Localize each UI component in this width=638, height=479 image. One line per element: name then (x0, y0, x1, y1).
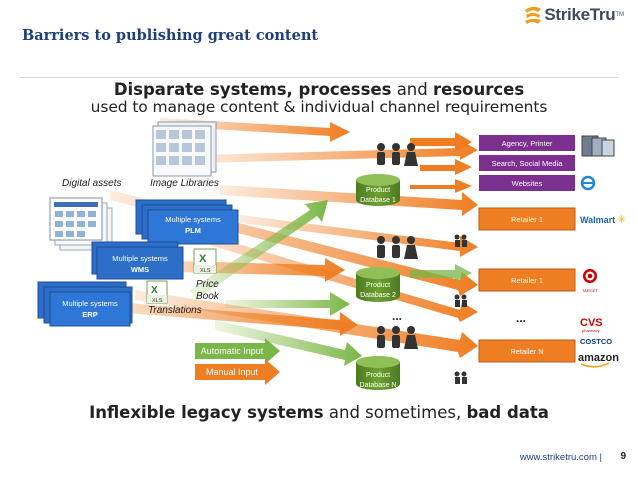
wms-label-line1: Multiple systems (112, 254, 168, 263)
output-retailer-1a: Retailer 1 (478, 207, 576, 231)
db-ellipsis: ... (392, 309, 402, 323)
people-group-1-icon (377, 143, 418, 166)
svg-text:X: X (151, 285, 158, 296)
svg-text:TARGET: TARGET (582, 288, 598, 293)
digital-assets-label: Digital assets (62, 178, 121, 189)
cvs-logo: CVS (580, 317, 603, 329)
price-book-xls-icon: X XLS (193, 248, 217, 274)
brand-name: StrikeTru (544, 5, 616, 24)
price-book-label-line2: Book (196, 291, 220, 302)
erp-systems-stack: Multiple systems ERP (37, 281, 133, 327)
striketru-logo-icon (525, 6, 542, 24)
output-retailer-1b: Retailer 1 (478, 268, 576, 292)
svg-text:Manual Input: Manual Input (206, 367, 259, 377)
footer-normal: and sometimes, (323, 403, 467, 422)
erp-label-line1: Multiple systems (62, 299, 118, 308)
svg-text:XLS: XLS (200, 268, 211, 274)
footer-bold1: Inflexible legacy systems (89, 403, 324, 422)
svg-text:Retailer 1: Retailer 1 (511, 276, 543, 285)
output-agency-printer: Agency, Printer (479, 135, 575, 151)
svg-text:Websites: Websites (512, 179, 543, 188)
internet-explorer-icon (580, 175, 596, 191)
price-book-label-line1: Price (196, 279, 219, 290)
svg-text:Product: Product (366, 187, 390, 194)
people-group-2-icon (377, 236, 418, 259)
svg-text:Retailer N: Retailer N (510, 347, 543, 356)
costco-logo: COSTCO (580, 337, 612, 346)
svg-text:Product: Product (366, 372, 390, 379)
output-retailer-n: Retailer N (478, 339, 576, 363)
product-database-1: Product Database 1 (356, 174, 400, 206)
svg-text:Product: Product (366, 282, 390, 289)
slide-title: Barriers to publishing great content (22, 27, 319, 44)
walmart-logo: Walmart (580, 215, 615, 225)
wms-systems-stack: Multiple systems WMS (91, 241, 184, 280)
digital-assets-stack (49, 197, 113, 251)
plm-systems-stack: Multiple systems PLM (135, 199, 239, 245)
translations-xls-icon: X XLS (146, 280, 168, 304)
wms-label-line2: WMS (131, 265, 149, 274)
legend-manual-input: Manual Input (195, 359, 280, 385)
heading-resources: resources (433, 80, 525, 99)
brand-tm: TM (615, 12, 624, 18)
output-websites: Websites (479, 175, 575, 191)
legend-automatic-input: Automatic Input (195, 338, 280, 364)
people-group-3-icon (377, 326, 418, 349)
heading-and: and (391, 80, 433, 99)
small-people-icons (454, 234, 467, 384)
svg-text:X: X (199, 253, 207, 265)
svg-text:Automatic Input: Automatic Input (201, 346, 264, 356)
diagram-heading-line2: used to manage content & individual chan… (90, 98, 548, 116)
svg-text:Database N: Database N (360, 382, 397, 389)
erp-label-line2: ERP (82, 310, 97, 319)
diagram-heading-line1: Disparate systems, processes and resourc… (0, 80, 638, 99)
page-number: 9 (620, 451, 626, 462)
svg-text:Database 1: Database 1 (360, 197, 396, 204)
svg-text:Agency, Printer: Agency, Printer (502, 139, 553, 148)
diagram-footer: Inflexible legacy systems and sometimes,… (0, 403, 638, 422)
walmart-spark-icon: ✳ (617, 214, 626, 226)
cvs-pharmacy-text: pharmacy (582, 328, 600, 333)
website-link[interactable]: www.striketru.com | (519, 452, 602, 463)
svg-text:Retailer 1: Retailer 1 (511, 215, 543, 224)
plm-label-line2: PLM (185, 226, 201, 235)
product-database-n: Product Database N (356, 356, 400, 390)
svg-text:Search, Social Media: Search, Social Media (492, 159, 564, 168)
footer-bold2: bad data (466, 403, 549, 422)
automatic-flow-arrows (190, 200, 472, 366)
heading-bold-part: Disparate systems, processes (113, 80, 392, 99)
image-libraries-stack (152, 121, 217, 177)
image-libraries-label: Image Libraries (150, 178, 219, 189)
print-brochure-icon (581, 135, 615, 157)
retailer-ellipsis: ... (516, 311, 526, 325)
title-divider (20, 77, 618, 78)
target-logo: TARGET (582, 269, 599, 293)
output-search-social: Search, Social Media (479, 155, 575, 171)
amazon-smile-icon (580, 362, 610, 368)
product-database-2: Product Database 2 (356, 267, 400, 302)
translations-label: Translations (148, 305, 202, 316)
svg-text:XLS: XLS (152, 298, 163, 304)
svg-text:Database 2: Database 2 (360, 292, 396, 299)
plm-label-line1: Multiple systems (165, 215, 221, 224)
amazon-logo: amazon (578, 352, 619, 364)
